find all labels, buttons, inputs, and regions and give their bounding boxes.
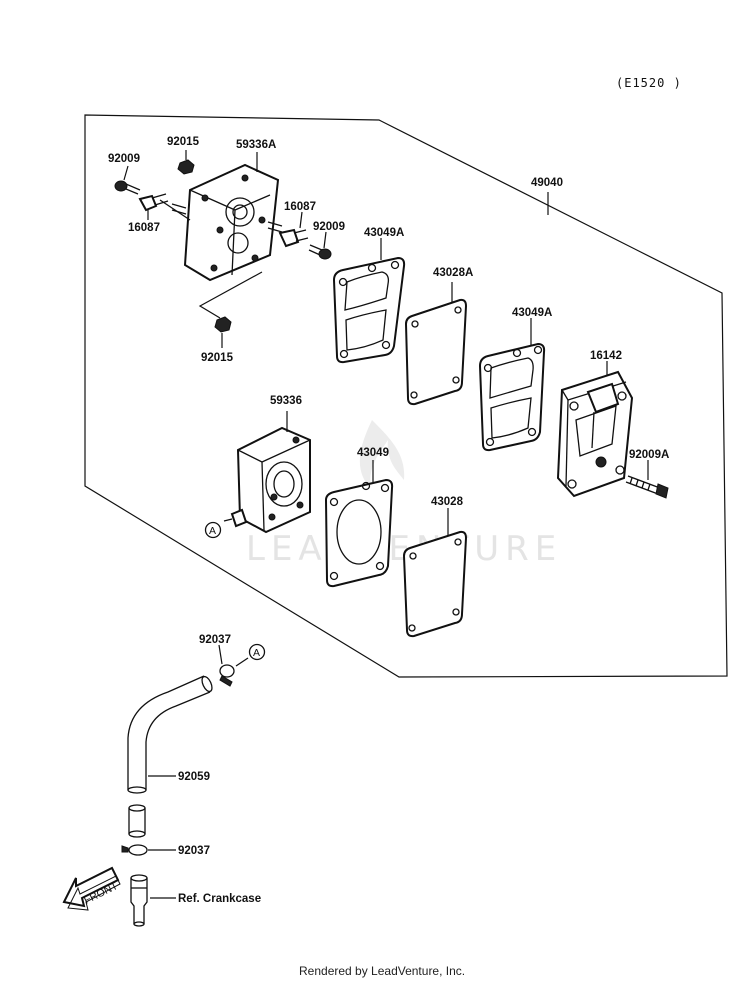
part-92015-nut-bottom[interactable] <box>214 316 232 333</box>
label-43028a: 43028A <box>433 267 473 279</box>
part-crankcase-fitting[interactable] <box>130 874 148 927</box>
label-59336: 59336 <box>270 395 302 407</box>
part-43049a-gasket-1[interactable] <box>332 256 406 364</box>
watermark-text: LEADVENTURE <box>246 529 562 569</box>
part-92037-clamp-bottom[interactable] <box>121 844 148 856</box>
part-92009a-bolt[interactable] <box>625 475 669 499</box>
label-92037-top: 92037 <box>199 634 231 646</box>
label-92009-left: 92009 <box>108 153 140 165</box>
label-16087-right: 16087 <box>284 201 316 213</box>
part-16087-fitting-right[interactable] <box>278 228 309 248</box>
part-43028a-diaphragm[interactable] <box>404 298 468 406</box>
part-92015-nut-top[interactable] <box>177 159 195 175</box>
label-92015-bottom: 92015 <box>201 352 234 364</box>
label-92009-right: 92009 <box>313 221 345 233</box>
label-43049a-2: 43049A <box>512 307 552 319</box>
label-ref-crankcase: Ref. Crankcase <box>178 893 261 905</box>
label-92059: 92059 <box>178 771 210 783</box>
ref-a-marker-upper: A <box>204 521 222 539</box>
part-92037-clamp-top[interactable] <box>219 664 235 687</box>
label-43049: 43049 <box>357 447 389 459</box>
label-92037-bottom: 92037 <box>178 845 210 857</box>
part-43028-diaphragm[interactable] <box>402 530 468 638</box>
label-49040: 49040 <box>531 177 563 189</box>
assembly-outline <box>84 114 728 678</box>
label-16087-left: 16087 <box>128 222 160 234</box>
part-16087-fitting-left[interactable] <box>138 193 169 212</box>
footer-credit: Rendered by LeadVenture, Inc. <box>299 964 465 978</box>
ref-a-marker-lower: A <box>248 643 266 661</box>
label-43028: 43028 <box>431 496 464 508</box>
diagram-code: (E1520 ) <box>616 76 682 90</box>
part-59336a-cover[interactable] <box>171 163 283 282</box>
part-43049a-gasket-2[interactable] <box>478 342 546 452</box>
label-92009a: 92009A <box>629 449 669 461</box>
part-16142-cover[interactable] <box>556 370 634 498</box>
part-92009-screw-right[interactable] <box>308 244 332 260</box>
part-92059-fuel-hose[interactable] <box>127 675 214 794</box>
label-16142: 16142 <box>590 350 622 362</box>
part-59336-pump-body[interactable] <box>223 426 311 534</box>
label-43049a-1: 43049A <box>364 227 404 239</box>
label-59336a: 59336A <box>236 139 276 151</box>
svg-text:A: A <box>253 647 260 659</box>
watermark-logo: LEADVENTURE <box>246 420 562 569</box>
front-direction-arrow: FRONT <box>62 866 121 911</box>
part-hose-section[interactable] <box>128 804 146 838</box>
part-43049-gasket[interactable] <box>324 478 394 588</box>
part-92009-screw-left[interactable] <box>114 180 141 195</box>
label-92015-top: 92015 <box>167 136 200 148</box>
svg-text:A: A <box>209 525 216 537</box>
